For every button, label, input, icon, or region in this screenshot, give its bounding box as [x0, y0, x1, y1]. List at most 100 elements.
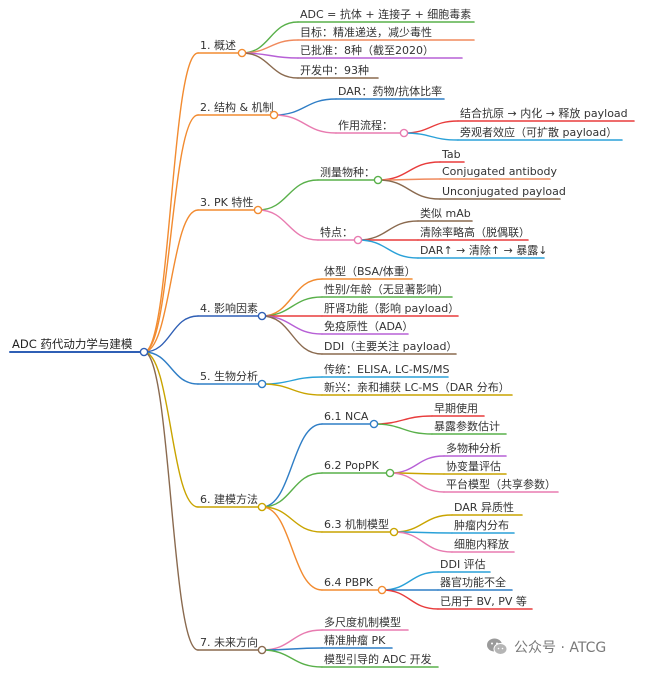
- node-label-s6: 6. 建模方法: [200, 492, 258, 506]
- node-label-s6-1-1: 早期使用: [434, 402, 478, 415]
- node-label-s3-2-1: 类似 mAb: [420, 206, 471, 220]
- edge-s7-1: [261, 629, 323, 651]
- collapse-toggle-s6-2[interactable]: [385, 468, 395, 478]
- edge-s7: [143, 351, 199, 651]
- node-label-s6-3: 6.3 机制模型: [324, 517, 389, 531]
- node-label-s1-1: ADC = 抗体 + 连接子 + 细胞毒素: [300, 7, 471, 21]
- collapse-toggle-s3[interactable]: [253, 205, 263, 215]
- edge-s3-2: [257, 209, 319, 241]
- collapse-toggle-s3-1[interactable]: [373, 175, 383, 185]
- node-label-s6-3-2: 肿瘤内分布: [454, 518, 509, 532]
- node-label-root: ADC 药代动力学与建模: [12, 337, 133, 351]
- node-label-s1-4: 开发中：93种: [300, 63, 369, 77]
- edge-s2-1: [273, 98, 337, 116]
- node-label-s3-1: 测量物种：: [320, 165, 375, 179]
- edge-s3-1-1: [377, 161, 441, 181]
- edge-s6-2-1: [389, 455, 445, 474]
- node-label-s4-4: 免疫原性（ADA）: [324, 319, 413, 333]
- edge-s6-3-1: [393, 514, 453, 533]
- edge-s1-2: [241, 39, 299, 54]
- watermark: 公众号 · ATCG: [486, 637, 606, 657]
- collapse-toggle-root[interactable]: [139, 347, 149, 357]
- collapse-toggle-s6[interactable]: [257, 502, 267, 512]
- edge-s6-4-3: [381, 589, 439, 610]
- edge-s6-1-1: [373, 415, 433, 425]
- collapse-toggle-s7[interactable]: [257, 645, 267, 655]
- node-label-s3-2-2: 清除率略高（脱偶联）: [420, 225, 530, 239]
- edge-s3: [143, 209, 199, 353]
- node-label-s7-3: 模型引导的 ADC 开发: [324, 652, 432, 666]
- edge-s2: [143, 114, 199, 353]
- node-label-s4-1: 体型（BSA/体重）: [324, 264, 416, 278]
- edge-s1-1: [241, 21, 299, 54]
- collapse-toggle-s2-2[interactable]: [399, 128, 409, 138]
- node-label-s5-2: 新兴：亲和捕获 LC-MS（DAR 分布）: [324, 380, 510, 394]
- edge-s4-2: [261, 296, 323, 317]
- node-label-s2-2-1: 结合抗原 → 内化 → 释放 payload: [460, 106, 628, 120]
- node-label-s1: 1. 概述: [200, 39, 236, 52]
- watermark-text: 公众号 · ATCG: [514, 640, 607, 656]
- edge-s6-2-3: [389, 472, 445, 493]
- node-label-s4: 4. 影响因素: [200, 302, 258, 315]
- node-label-s2-1: DAR：药物/抗体比率: [338, 84, 442, 98]
- edge-s5-1: [261, 376, 323, 385]
- collapse-toggle-s1[interactable]: [237, 48, 247, 58]
- collapse-toggle-s4[interactable]: [257, 311, 267, 321]
- edge-s6-3-3: [393, 531, 453, 553]
- edge-s1: [143, 52, 199, 353]
- edge-s2-2: [273, 114, 337, 134]
- node-label-s3-1-2: Conjugated antibody: [442, 165, 557, 178]
- node-label-s6-4-3: 已用于 BV, PV 等: [440, 594, 527, 608]
- edge-s3-1-3: [377, 179, 441, 200]
- collapse-toggle-s5[interactable]: [257, 379, 267, 389]
- node-label-s4-5: DDI（主要关注 payload）: [324, 339, 457, 353]
- edge-s6-1: [261, 423, 323, 508]
- wechat-icon: [487, 638, 508, 655]
- node-label-s6-3-3: 细胞内释放: [454, 537, 509, 551]
- collapse-toggle-s3-2[interactable]: [353, 235, 363, 245]
- node-label-s1-2: 目标：精准递送，减少毒性: [300, 25, 432, 39]
- edge-s6-1-2: [373, 423, 433, 435]
- collapse-toggle-s6-1[interactable]: [369, 419, 379, 429]
- collapse-toggle-s6-4[interactable]: [377, 585, 387, 595]
- edge-s4: [143, 315, 199, 353]
- node-label-s3-2-3: DAR↑ → 清除↑ → 暴露↓: [420, 243, 548, 257]
- node-label-s5: 5. 生物分析: [200, 369, 258, 383]
- edge-s1-4: [241, 52, 299, 79]
- node-label-s6-4-1: DDI 评估: [440, 558, 486, 571]
- node-label-s3-1-3: Unconjugated payload: [442, 185, 566, 198]
- edge-s6-4: [261, 506, 323, 591]
- node-label-s7-2: 精准肿瘤 PK: [324, 633, 386, 647]
- edge-s5-2: [261, 383, 323, 396]
- node-label-s4-2: 性别/年龄（无显著影响）: [324, 282, 449, 296]
- node-label-s6-1: 6.1 NCA: [324, 410, 369, 423]
- node-label-s6-1-2: 暴露参数估计: [434, 419, 500, 433]
- node-label-s2-2: 作用流程：: [338, 118, 393, 132]
- node-label-s3: 3. PK 特性: [200, 195, 253, 209]
- edge-s7-3: [261, 649, 323, 668]
- node-label-s6-2-3: 平台模型（共享参数）: [446, 477, 556, 491]
- collapse-toggle-s2[interactable]: [269, 110, 279, 120]
- node-label-s7: 7. 未来方向: [200, 635, 258, 649]
- node-label-s6-4-2: 器官功能不全: [440, 575, 506, 589]
- edge-s3-2-1: [357, 220, 419, 241]
- node-label-s5-1: 传统：ELISA, LC-MS/MS: [324, 363, 449, 376]
- edge-s2-2-1: [403, 120, 459, 134]
- edge-s6-4-1: [381, 571, 439, 591]
- node-label-s2: 2. 结构 & 机制: [200, 100, 274, 114]
- node-label-s6-3-1: DAR 异质性: [454, 500, 514, 514]
- node-label-s6-4: 6.4 PBPK: [324, 576, 374, 589]
- node-label-s6-2-2: 协变量评估: [446, 459, 501, 473]
- node-label-s7-1: 多尺度机制模型: [324, 615, 401, 629]
- collapse-toggle-s6-3[interactable]: [389, 527, 399, 537]
- node-label-s2-2-2: 旁观者效应（可扩散 payload）: [460, 125, 617, 139]
- edge-s6-2: [261, 472, 323, 508]
- edge-s6-3: [261, 506, 323, 533]
- edge-s4-5: [261, 315, 323, 355]
- node-label-s1-3: 已批准：8种（截至2020）: [300, 43, 434, 57]
- node-label-s3-1-1: Tab: [441, 148, 461, 161]
- edge-s3-2-3: [357, 239, 419, 259]
- node-label-s4-3: 肝肾功能（影响 payload）: [324, 301, 459, 315]
- edge-s2-2-2: [403, 132, 459, 141]
